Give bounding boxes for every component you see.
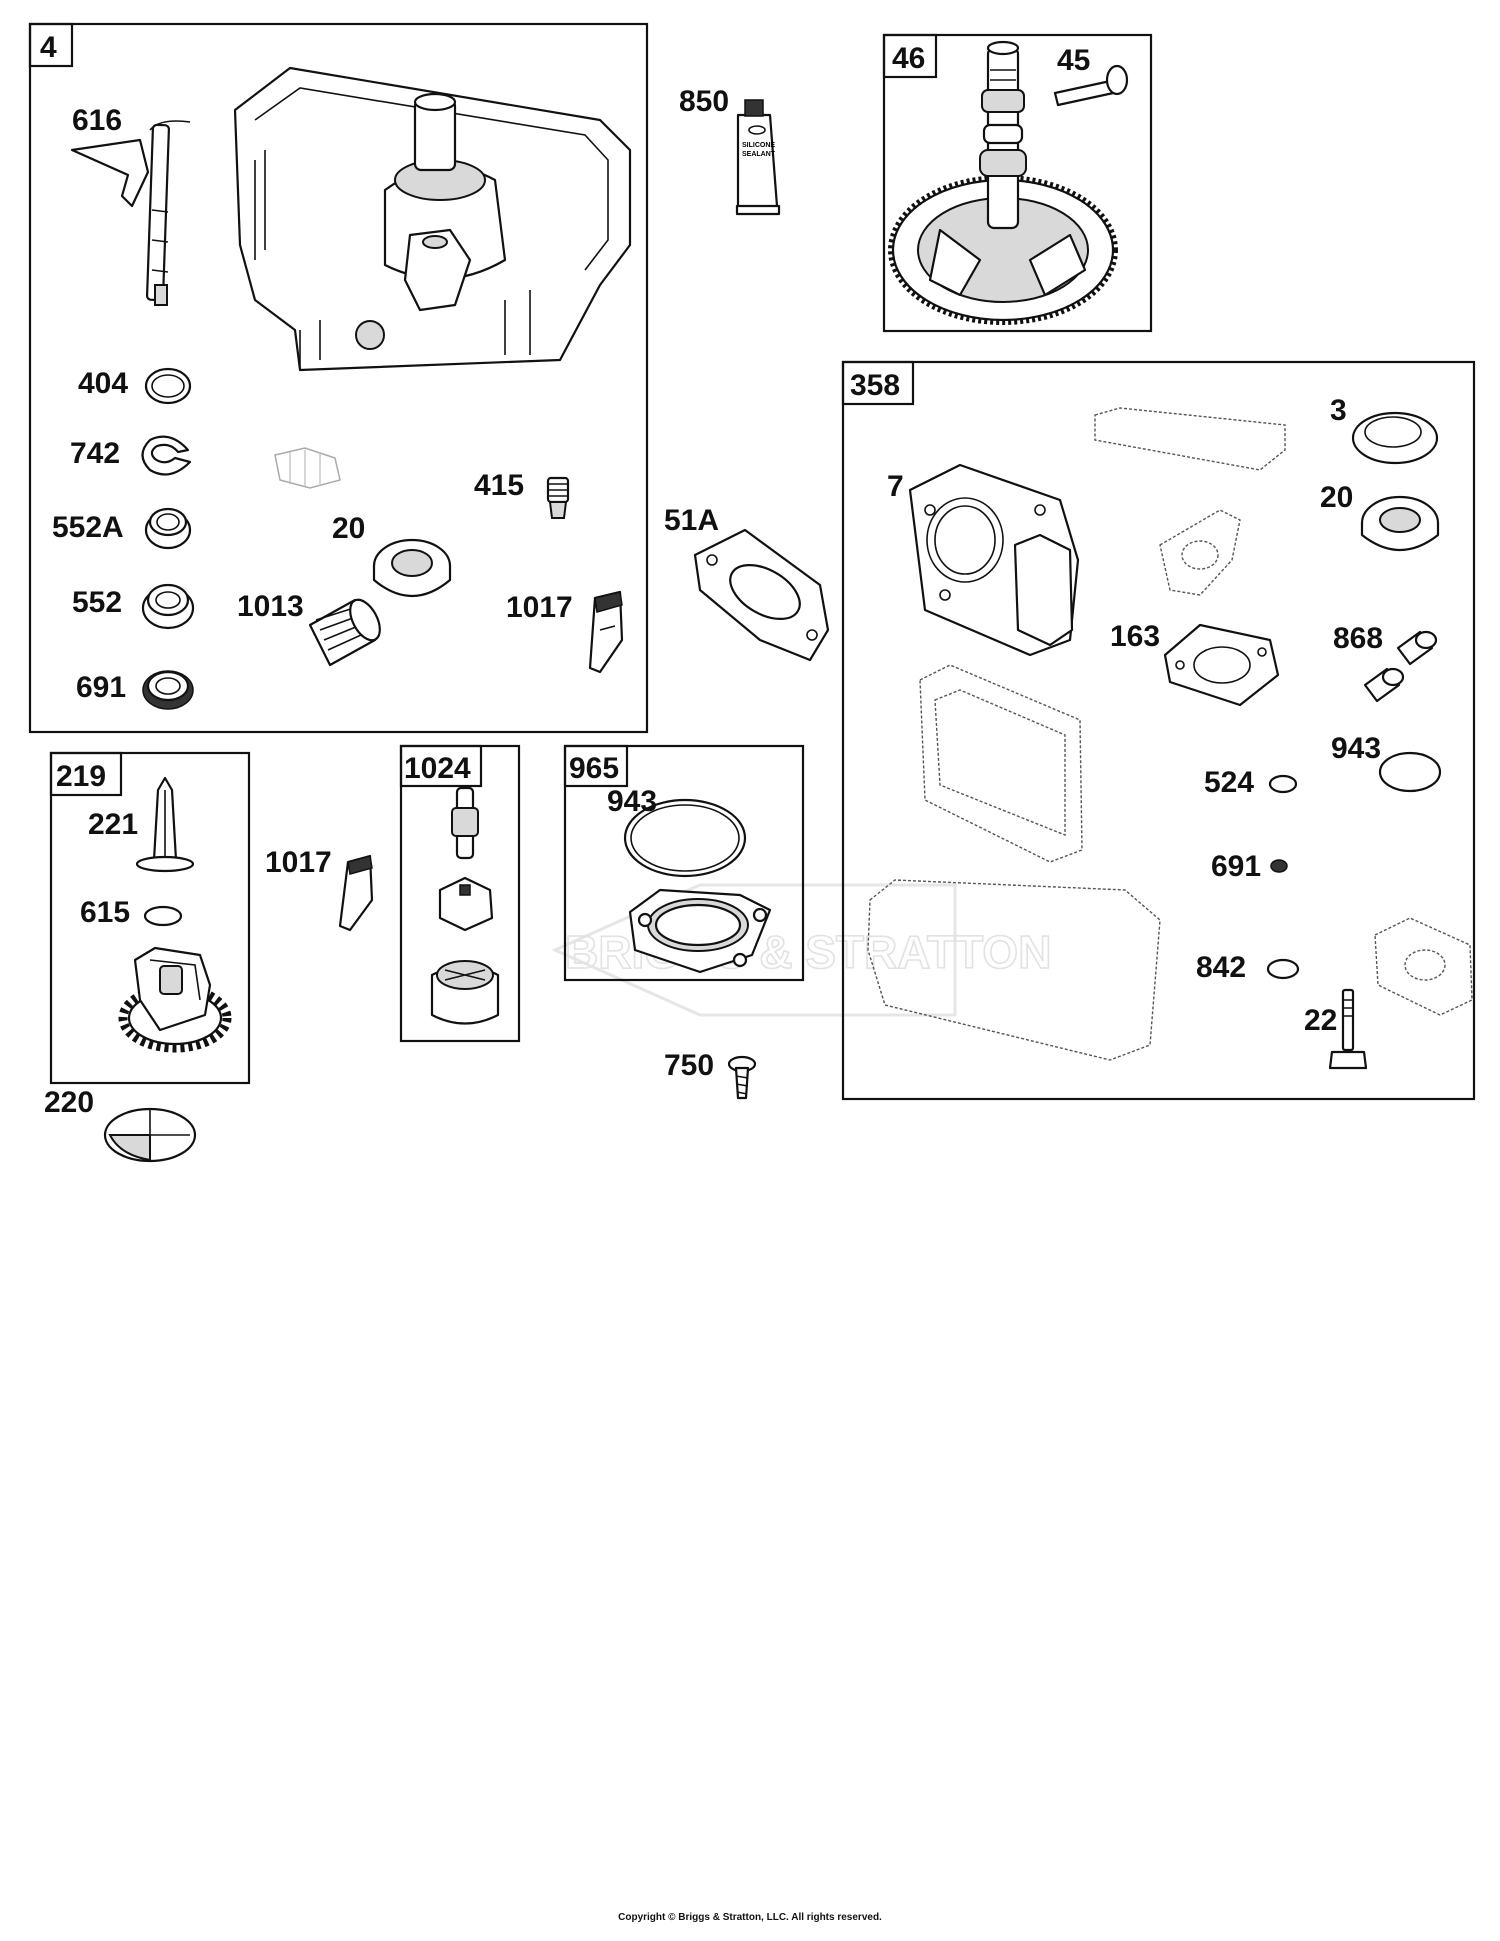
clip-1017-b-drawing: [338, 854, 374, 932]
seal-691-drawing: [142, 670, 194, 710]
callout-221: 221: [88, 808, 138, 841]
sealant-tube-850-drawing: SILICONE SEALANT: [735, 99, 781, 216]
group-219-label: 219: [56, 760, 106, 793]
callout-615: 615: [80, 896, 130, 929]
crankcase-gasket-faint: [867, 879, 1161, 1061]
bearing-20-drawing: [372, 538, 452, 598]
governor-gear-219-drawing: [118, 946, 232, 1053]
callout-552A: 552A: [52, 511, 124, 544]
ring-615-drawing: [143, 905, 183, 927]
group-965-label: 965: [569, 752, 619, 785]
callout-850: 850: [679, 85, 729, 118]
callout-842: 842: [1196, 951, 1246, 984]
camshaft-gear-drawing: [888, 40, 1118, 325]
group-4-frame: [28, 22, 649, 734]
group-358-tag: [841, 360, 915, 406]
cylinder-head-gasket-7-drawing: [908, 463, 1080, 657]
group-4-tag: [28, 22, 74, 68]
pump-cover-drawing: [628, 888, 772, 974]
group-358-frame: [841, 360, 1476, 1101]
callout-691-b: 691: [1211, 850, 1261, 883]
group-4-label: 4: [40, 31, 57, 64]
callout-1013: 1013: [237, 590, 304, 623]
bolt-22-drawing: [1328, 988, 1368, 1070]
gasket-163-drawing: [1163, 623, 1280, 707]
group-219-frame: [49, 751, 251, 1085]
washer-524-drawing: [1268, 774, 1298, 794]
callout-868: 868: [1333, 622, 1383, 655]
seal-552-drawing: [141, 583, 195, 630]
callout-742: 742: [70, 437, 120, 470]
group-46-tag: [882, 33, 938, 79]
intake-gasket-faint-top: [1159, 509, 1241, 596]
group-965-tag: [563, 744, 629, 788]
callout-20-a: 20: [332, 512, 365, 545]
governor-shaft-drawing: [70, 120, 191, 306]
crankcase-cover-drawing: [233, 66, 632, 372]
seal-20-b-drawing: [1360, 495, 1440, 552]
copyright-notice: Copyright © Briggs & Stratton, LLC. All …: [618, 1912, 882, 1923]
group-46-label: 46: [892, 42, 925, 75]
callout-163: 163: [1110, 620, 1160, 653]
gasket-51A-drawing: [693, 528, 830, 662]
callout-943-a: 943: [607, 785, 657, 818]
plug-415-drawing: [546, 476, 570, 519]
screw-750-drawing: [727, 1055, 757, 1100]
o-ring-943-a-drawing: [623, 798, 747, 878]
pipe-plug-faint-drawing: [274, 447, 341, 489]
sleeve-868-drawing: [1363, 630, 1438, 703]
pin-45-drawing: [1053, 64, 1129, 107]
tube-label-line2: SEALANT: [742, 151, 776, 158]
valve-cover-gasket-faint: [1094, 407, 1286, 471]
clip-1017-a-drawing: [588, 590, 624, 674]
callout-404: 404: [78, 367, 128, 400]
governor-pin-221-drawing: [135, 776, 195, 873]
callout-3: 3: [1330, 394, 1347, 427]
callout-7: 7: [887, 470, 904, 503]
carb-gasket-faint: [1374, 917, 1473, 1016]
callout-20-b: 20: [1320, 481, 1353, 514]
seal-552A-drawing: [144, 507, 192, 550]
seal-3-drawing: [1351, 411, 1439, 465]
oil-pump-1024-drawing: [430, 786, 500, 1025]
callout-943-b: 943: [1331, 732, 1381, 765]
callout-1017-b: 1017: [265, 846, 332, 879]
callout-22: 22: [1304, 1004, 1337, 1037]
callout-616: 616: [72, 104, 122, 137]
callout-750: 750: [664, 1049, 714, 1082]
callout-524: 524: [1204, 766, 1254, 799]
group-1024-label: 1024: [404, 752, 471, 785]
callout-552: 552: [72, 586, 122, 619]
e-clip-742-drawing: [141, 435, 192, 476]
seal-691-b-drawing: [1270, 859, 1288, 873]
group-46-frame: [882, 33, 1153, 333]
callout-220: 220: [44, 1086, 94, 1119]
group-358-label: 358: [850, 369, 900, 402]
governor-cup-220-drawing: [103, 1107, 197, 1163]
callout-51A: 51A: [664, 504, 719, 537]
o-ring-943-b-drawing: [1378, 751, 1442, 793]
callout-45: 45: [1057, 44, 1090, 77]
breather-gasket-faint: [919, 664, 1083, 863]
callout-691-a: 691: [76, 671, 126, 704]
group-219-tag: [49, 751, 123, 797]
group-965-frame: [563, 744, 805, 982]
tube-label-line1: SILICONE: [742, 142, 775, 149]
group-1024-tag: [399, 744, 483, 788]
ring-842-drawing: [1266, 958, 1300, 980]
callout-415: 415: [474, 469, 524, 502]
spring-1013-drawing: [308, 598, 381, 667]
callout-1017-a: 1017: [506, 591, 573, 624]
